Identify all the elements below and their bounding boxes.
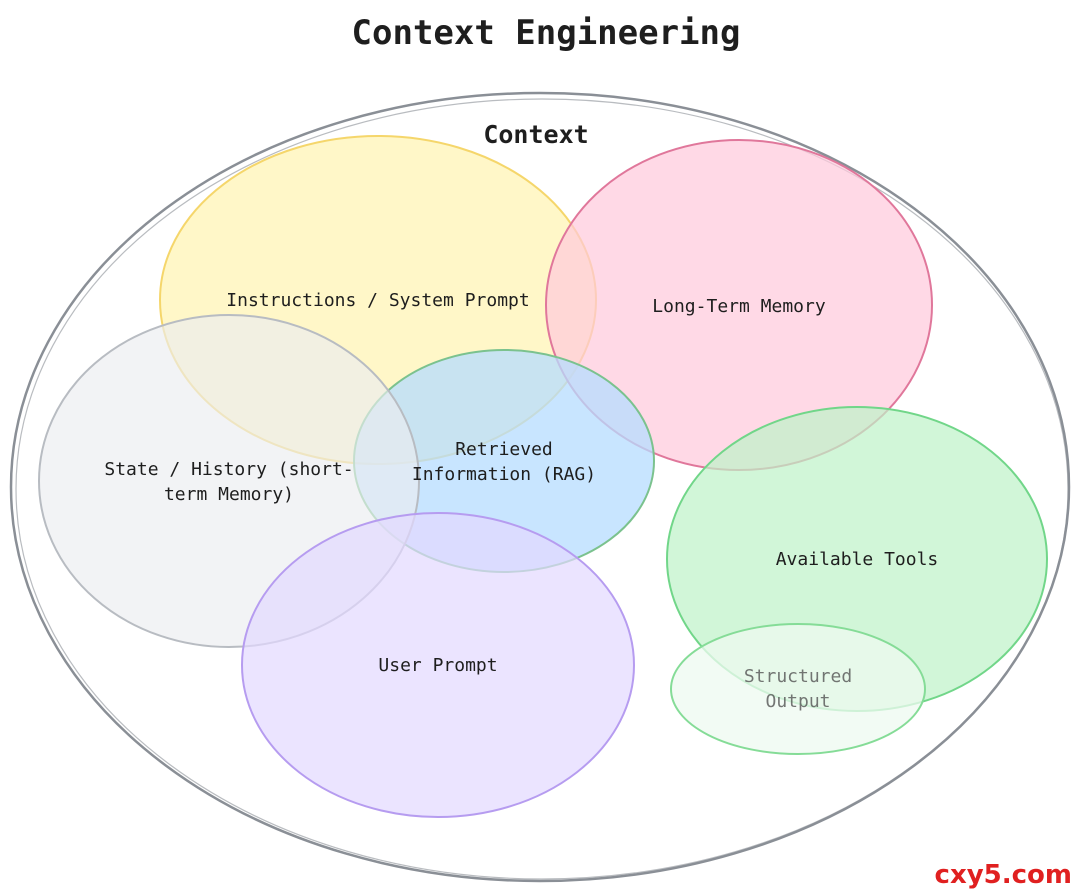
user-prompt-ellipse (241, 512, 635, 818)
state-history-label-line1: State / History (short- (104, 459, 353, 480)
watermark: cxy5.com (935, 860, 1072, 890)
context-label: Context (483, 120, 588, 149)
structured-output-ellipse (670, 623, 926, 755)
retrieved-info-label-line1: Retrieved (455, 439, 553, 460)
context-outline-sketch (15, 98, 1069, 880)
region-structured-output (670, 623, 926, 755)
state-history-label-line2: term Memory) (164, 484, 294, 505)
available-tools-label: Available Tools (776, 549, 939, 570)
retrieved-info-label-line2: Information (RAG) (412, 464, 596, 485)
diagram-title: Context Engineering (352, 13, 741, 53)
instructions-label: Instructions / System Prompt (226, 290, 529, 311)
long-term-memory-label: Long-Term Memory (652, 296, 826, 317)
region-user-prompt (241, 512, 635, 818)
context-outline (9, 91, 1071, 883)
structured-output-label-line1: Structured (744, 666, 852, 687)
user-prompt-label: User Prompt (378, 655, 497, 676)
context-container: Context (9, 91, 1071, 883)
structured-output-label-line2: Output (765, 691, 830, 712)
